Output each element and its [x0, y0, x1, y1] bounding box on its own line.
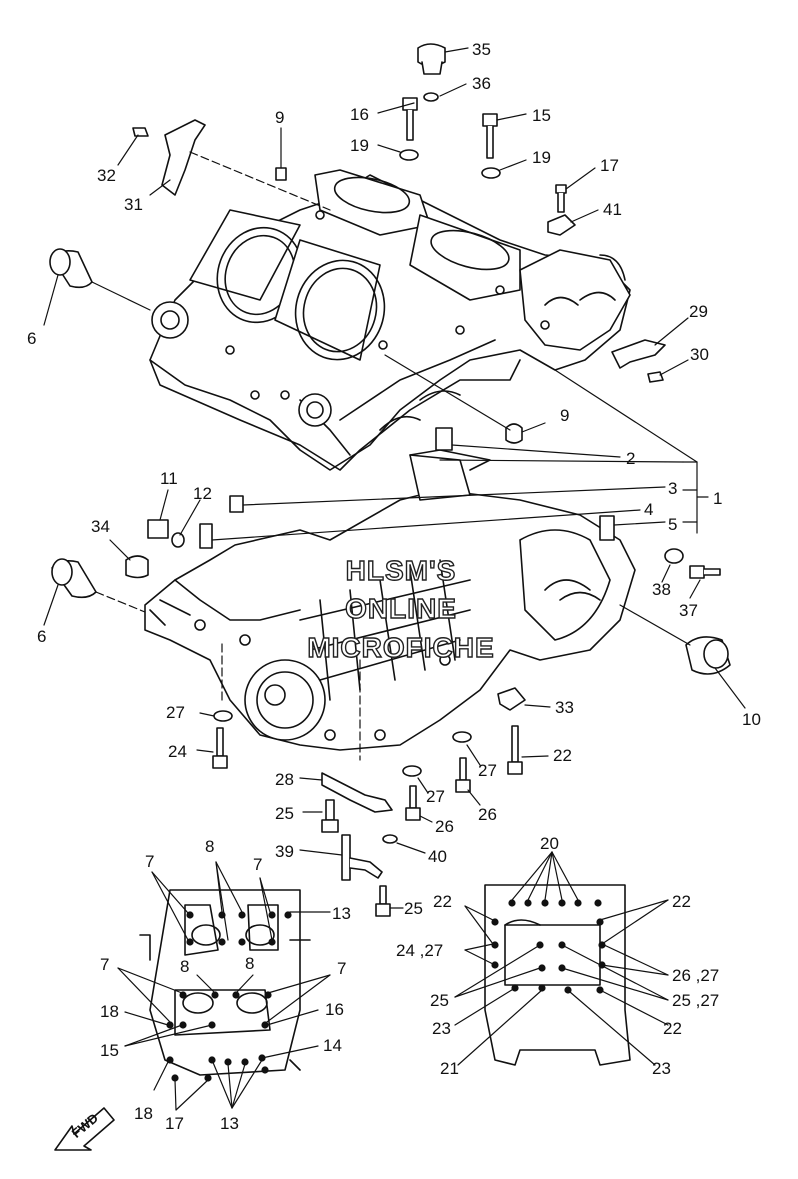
callout-10: 10: [742, 710, 761, 729]
callout-35: 35: [472, 40, 491, 59]
callout-20: 20: [540, 834, 559, 853]
callout-3: 3: [668, 479, 678, 498]
callout-27-mid: 27: [426, 787, 445, 806]
callout-8-top: 8: [205, 837, 215, 856]
callout-27-right: 27: [478, 761, 497, 780]
callout-6-upper: 6: [27, 329, 37, 348]
callout-27-left: 27: [166, 703, 185, 722]
callout-38: 38: [652, 580, 671, 599]
callout-25-bolt: 25: [430, 991, 449, 1010]
callout-19-left: 19: [350, 136, 369, 155]
callout-37: 37: [679, 601, 698, 620]
callout-23-left: 23: [432, 1019, 451, 1038]
callout-4: 4: [644, 500, 654, 519]
callout-2: 2: [626, 449, 636, 468]
watermark-line-2: ONLINE: [344, 593, 457, 624]
callout-30: 30: [690, 345, 709, 364]
callout-7-mid-right: 7: [337, 959, 347, 978]
callout-16-lower: 16: [325, 1000, 344, 1019]
callout-26-right: 26: [478, 805, 497, 824]
callout-33: 33: [555, 698, 574, 717]
callout-17-bottom: 17: [165, 1114, 184, 1133]
callout-13-top: 13: [332, 904, 351, 923]
callout-17: 17: [600, 156, 619, 175]
callout-18-bottom: 18: [134, 1104, 153, 1123]
callout-21: 21: [440, 1059, 459, 1078]
callout-8-mid-right: 8: [245, 954, 255, 973]
callout-32: 32: [97, 166, 116, 185]
callout-1: 1: [713, 489, 723, 508]
callout-9-lower: 9: [560, 406, 570, 425]
callout-25-27: 25 ,27: [672, 991, 720, 1010]
callout-25-lower: 25: [404, 899, 423, 918]
callout-15: 15: [532, 106, 551, 125]
callout-28: 28: [275, 770, 294, 789]
callout-39: 39: [275, 842, 294, 861]
callout-16: 16: [350, 105, 369, 124]
callout-26-27: 26 ,27: [672, 966, 720, 985]
callout-5: 5: [668, 515, 678, 534]
callout-9-upper: 9: [275, 108, 285, 127]
callout-18-top: 18: [100, 1002, 119, 1021]
callout-7-top-right: 7: [253, 855, 263, 874]
callout-14: 14: [323, 1036, 342, 1055]
callout-22-lower: 22: [663, 1019, 682, 1038]
upper-crankcase: [149, 169, 631, 471]
callout-22-right: 22: [672, 892, 691, 911]
callout-41: 41: [603, 200, 622, 219]
callout-31: 31: [124, 195, 143, 214]
callout-11: 11: [160, 469, 178, 488]
callout-7-top-left: 7: [145, 852, 155, 871]
callout-22-upper: 22: [553, 746, 572, 765]
callout-40: 40: [428, 847, 447, 866]
fwd-arrow-icon: [54, 1107, 115, 1151]
callout-6-lower: 6: [37, 627, 47, 646]
watermark-line-3: MICROFICHE: [307, 632, 495, 663]
callout-22-left: 22: [433, 892, 452, 911]
callout-15-lower: 15: [100, 1041, 119, 1060]
callout-24-27: 24 ,27: [396, 941, 444, 960]
watermark-line-1: HLSM'S: [345, 555, 457, 586]
callout-29: 29: [689, 302, 708, 321]
leader-lines: [43, 47, 746, 1111]
callout-12: 12: [193, 484, 212, 503]
small-parts: [49, 43, 731, 917]
callout-8-mid-left: 8: [180, 957, 190, 976]
callout-34: 34: [91, 517, 110, 536]
lower-crankcase: [144, 449, 636, 751]
lower-case-bolt-pattern: [484, 884, 631, 1066]
callout-7-mid-left: 7: [100, 955, 110, 974]
callout-36: 36: [472, 74, 491, 93]
callout-19-right: 19: [532, 148, 551, 167]
callout-23-right: 23: [652, 1059, 671, 1078]
callout-26-mid: 26: [435, 817, 454, 836]
callout-13-bottom: 13: [220, 1114, 239, 1133]
callout-25-upper: 25: [275, 804, 294, 823]
callout-24: 24: [168, 742, 187, 761]
bolt-dots: [166, 899, 606, 1082]
